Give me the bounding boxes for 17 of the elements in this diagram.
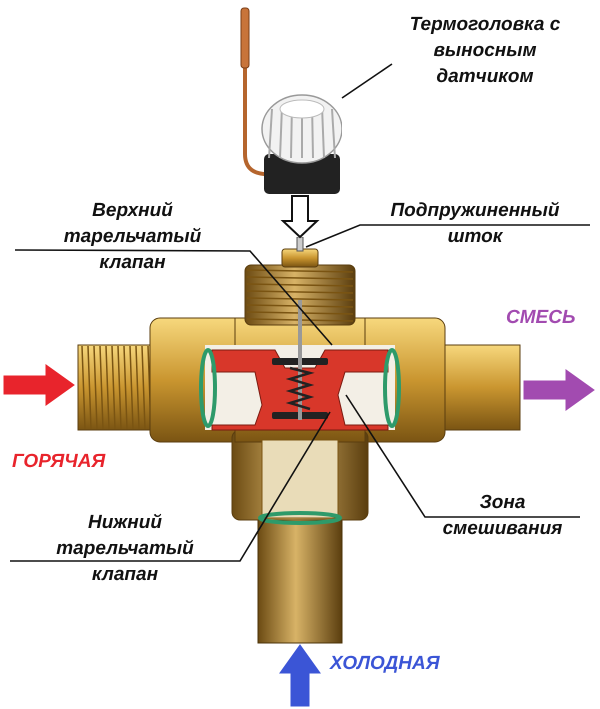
callout-label: Термоголовка с выносным датчиком [392, 12, 578, 90]
flow-label: СМЕСЬ [506, 306, 576, 330]
callout-label: Подпружиненный шток [360, 198, 590, 250]
flow-label: ХОЛОДНАЯ [330, 652, 440, 676]
leader-line [342, 63, 392, 99]
leader-line [15, 249, 333, 346]
flow-label: ГОРЯЧАЯ [12, 450, 106, 474]
callout-label: Нижний тарельчатый клапан [10, 510, 240, 588]
leader-line [10, 412, 331, 562]
flow-arrow [279, 644, 321, 706]
leader-line [306, 224, 590, 248]
callout-label: Зона смешивания [425, 490, 580, 542]
block-arrow [280, 195, 320, 238]
flow-arrow [524, 369, 595, 411]
flow-arrow [4, 364, 75, 406]
callout-label: Верхний тарельчатый клапан [15, 198, 250, 276]
leader-line [345, 394, 580, 518]
